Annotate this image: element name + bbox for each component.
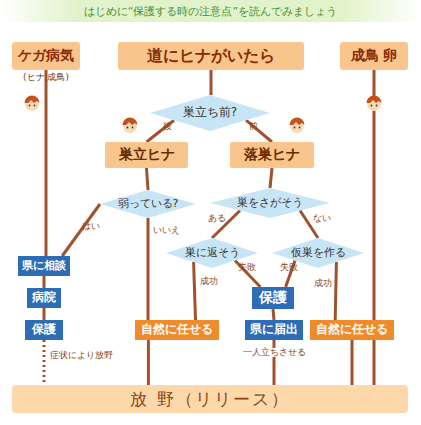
node-text: 自然に任せる — [141, 323, 213, 336]
start-box: 成鳥 卵 — [340, 42, 408, 70]
decision-diamond: 弱っている? — [100, 190, 196, 218]
edge-label: いいえ — [153, 226, 180, 235]
edge-label: 失敗 — [238, 263, 256, 272]
icon-eye — [34, 105, 36, 107]
connector-line — [147, 340, 150, 385]
icon-face — [290, 119, 304, 133]
child-icon — [123, 118, 138, 134]
child-icon — [25, 96, 40, 112]
decision-diamond: 巣をさがそう — [210, 188, 330, 218]
node-text: ケガ病気 — [18, 48, 74, 63]
node-text: 県に届出 — [250, 323, 298, 336]
edge-label: 後 — [163, 122, 172, 131]
diamond-shape — [210, 188, 330, 218]
action-box: 保護 — [25, 320, 63, 340]
connector-line — [43, 308, 46, 320]
icon-hair — [25, 96, 40, 104]
icon-eye — [127, 127, 129, 129]
node-text: 弱っている? — [118, 198, 179, 210]
diamond-shape — [100, 190, 196, 218]
connector-line — [147, 168, 149, 190]
icon-eye — [132, 127, 134, 129]
node-text: 病院 — [32, 291, 56, 304]
icon-hair — [123, 118, 138, 126]
action-box: 県に相談 — [18, 256, 70, 276]
node-text: 放 野（リリース） — [130, 390, 289, 409]
connector-line — [235, 261, 260, 288]
node-text: 巣立ち前? — [183, 106, 237, 119]
dotted-connector — [43, 340, 46, 385]
action-box: 病院 — [27, 288, 61, 308]
diamond-shape — [150, 95, 270, 131]
icon-face — [367, 97, 381, 111]
action-box: 保護 — [252, 287, 294, 309]
edge-label: 成功 — [314, 279, 332, 288]
release-band: 放 野（リリース） — [12, 385, 408, 413]
connector-line — [45, 70, 48, 256]
edge-label: 前 — [249, 122, 258, 131]
icon-eye — [294, 127, 296, 129]
edge-label: ない — [313, 214, 331, 223]
icon-eye — [376, 105, 378, 107]
connector-line — [335, 262, 336, 320]
node-text: 県に相談 — [22, 260, 66, 272]
node-text: 仮巣を作る — [291, 247, 346, 259]
edge-label: 症状により放野 — [50, 351, 113, 360]
start-box: 道にヒナがいたら — [118, 42, 304, 70]
edge-label: ある — [208, 214, 226, 223]
state-box: 巣立ヒナ — [105, 142, 188, 168]
edge-label: 失敗 — [280, 263, 298, 272]
icon-eye — [299, 127, 301, 129]
child-icon — [367, 96, 382, 112]
edge-label: 成功 — [200, 277, 218, 286]
node-note: (ヒナ 成鳥) — [4, 73, 88, 83]
state-box: 落巣ヒナ — [230, 142, 314, 168]
icon-hair — [290, 118, 305, 126]
node-text: 巣立ヒナ — [119, 147, 175, 162]
connector-line — [273, 309, 274, 320]
connector-line — [43, 276, 46, 288]
outcome-box: 自然に任せる — [310, 320, 394, 340]
connector-line — [210, 70, 213, 95]
connector-line — [147, 120, 175, 142]
node-text: 落巣ヒナ — [244, 147, 300, 162]
action-box: 県に届出 — [245, 320, 303, 340]
icon-eye — [371, 105, 373, 107]
connector-line — [351, 340, 354, 385]
edge-label: 一人立ちさせる — [242, 348, 307, 357]
child-icon — [290, 118, 305, 134]
title-band: はじめに“保護する時の注意点”を読んでみましょう — [0, 0, 421, 22]
connector-line — [194, 262, 196, 320]
icon-hair — [367, 96, 382, 104]
connector-line — [246, 120, 272, 142]
connector-line — [273, 340, 276, 385]
start-box: ケガ病気(ヒナ 成鳥) — [12, 42, 80, 70]
icon-face — [25, 97, 39, 111]
outcome-box: 自然に任せる — [135, 320, 219, 340]
node-text: 保護 — [259, 290, 287, 305]
node-text: 巣に返そう — [185, 247, 240, 259]
node-text: 成鳥 卵 — [351, 48, 398, 63]
connector-line — [147, 218, 150, 320]
connector-line — [62, 204, 100, 256]
node-text: 自然に任せる — [316, 323, 388, 336]
icon-eye — [29, 105, 31, 107]
connector-line — [270, 168, 272, 188]
edge-label: はい — [82, 222, 100, 231]
title-text: はじめに“保護する時の注意点”を読んでみましょう — [84, 4, 337, 19]
icon-face — [123, 119, 137, 133]
node-text: 道にヒナがいたら — [147, 47, 275, 65]
node-text: 保護 — [32, 323, 56, 336]
node-text: 巣をさがそう — [237, 197, 303, 209]
